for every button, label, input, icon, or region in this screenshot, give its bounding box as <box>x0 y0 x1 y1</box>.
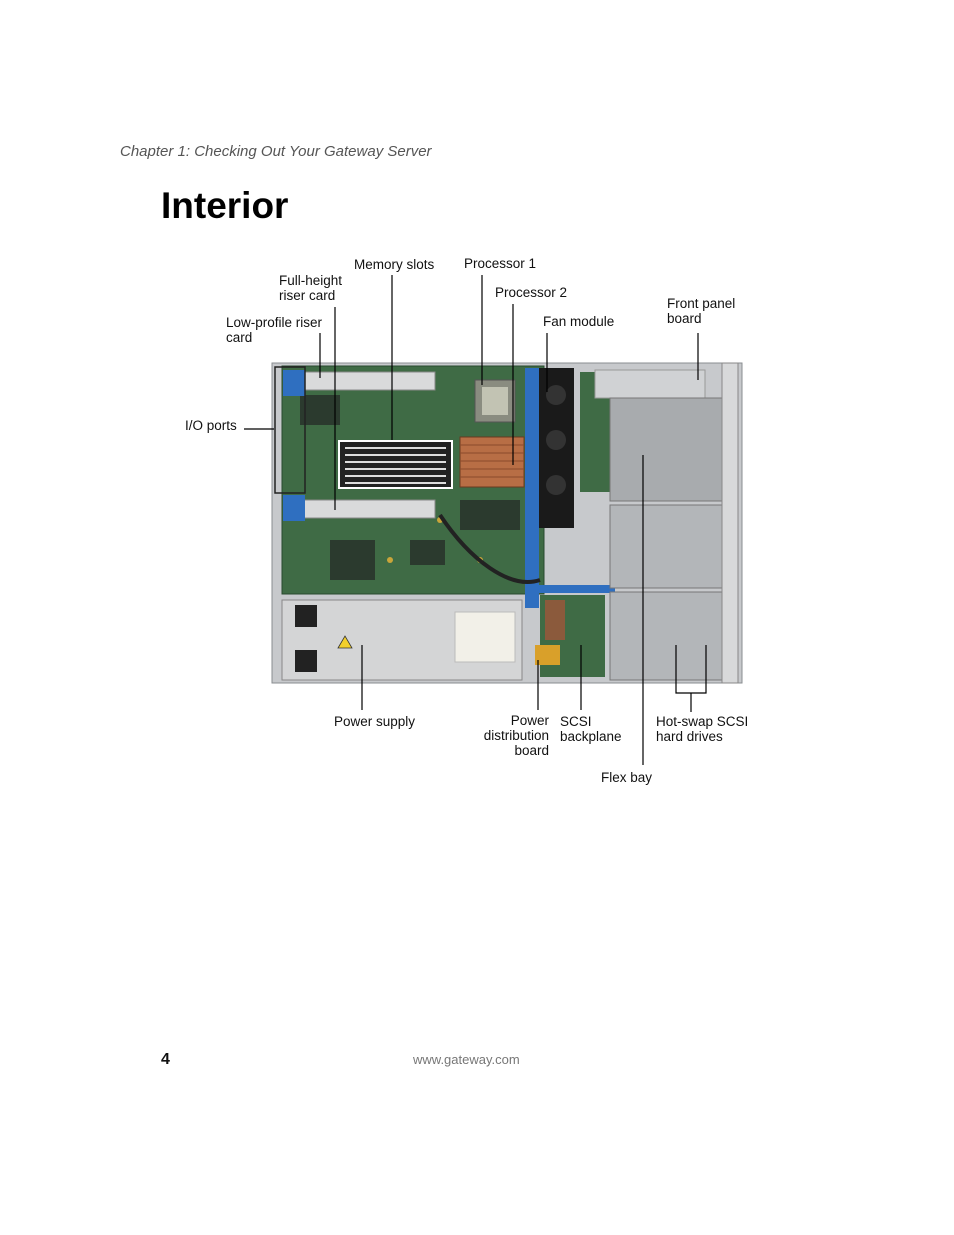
label-full-height-riser: Full-height riser card <box>279 273 343 303</box>
io-ports-bracket <box>274 366 306 494</box>
low-profile-riser <box>294 371 436 391</box>
hot-swap-drive-1 <box>609 504 726 589</box>
full-height-riser <box>294 499 436 519</box>
footer-url: www.gateway.com <box>413 1052 520 1067</box>
label-hot-swap-drives: Hot-swap SCSI hard drives <box>656 714 749 744</box>
chapter-header: Chapter 1: Checking Out Your Gateway Ser… <box>120 143 432 160</box>
label-flex-bay: Flex bay <box>601 770 653 785</box>
label-processor-1: Processor 1 <box>464 256 537 271</box>
label-power-distribution-board: Power distribution board <box>483 713 549 758</box>
label-fan-module: Fan module <box>543 314 615 329</box>
label-scsi-backplane: SCSI backplane <box>560 714 622 744</box>
page-number: 4 <box>161 1051 170 1068</box>
label-front-panel-board: Front panel board <box>667 296 736 326</box>
label-power-supply: Power supply <box>334 714 416 729</box>
label-memory-slots: Memory slots <box>354 257 435 272</box>
flex-bay <box>609 397 726 502</box>
label-low-profile-riser: Low-profile riser card <box>226 315 323 345</box>
label-io-ports: I/O ports <box>185 418 237 433</box>
label-processor-2: Processor 2 <box>495 285 568 300</box>
page-title: Interior <box>161 185 289 226</box>
hot-swap-drive-2 <box>609 591 726 681</box>
fan-module <box>525 368 539 608</box>
